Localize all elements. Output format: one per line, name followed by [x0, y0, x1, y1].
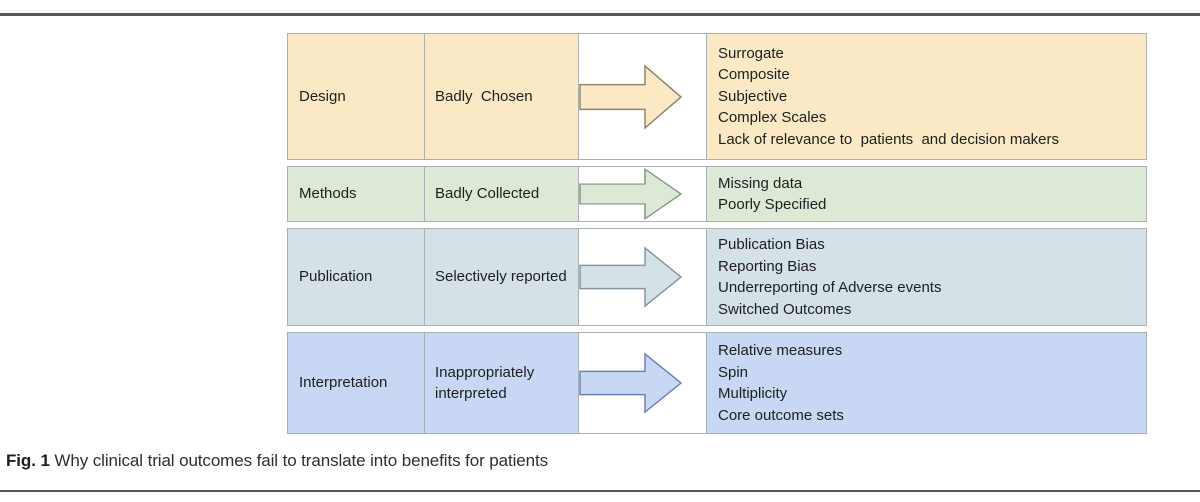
- outcomes-list: Publication Bias Reporting Bias Underrep…: [718, 236, 942, 318]
- outcomes-cell: Surrogate Composite Subjective Complex S…: [707, 34, 1146, 159]
- problem-cell: Selectively reported: [425, 229, 579, 325]
- arrow-cell: [579, 34, 707, 159]
- right-arrow-icon: [579, 167, 683, 221]
- arrow-cell: [579, 167, 707, 221]
- outcomes-cell: Publication Bias Reporting Bias Underrep…: [707, 229, 1146, 325]
- stage-label: Design: [299, 87, 346, 105]
- problem-cell: Inappropriately interpreted: [425, 333, 579, 433]
- table-row-publication: Publication Selectively reported Publica…: [287, 228, 1147, 326]
- problem-label: Inappropriately interpreted: [435, 363, 539, 403]
- stage-label: Publication: [299, 268, 373, 286]
- problem-cell: Badly Chosen: [425, 34, 579, 159]
- outcomes-cell: Relative measures Spin Multiplicity Core…: [707, 333, 1146, 433]
- stage-cell: Methods: [288, 167, 425, 221]
- stage-label: Interpretation: [299, 374, 388, 392]
- arrow-cell: [579, 333, 707, 433]
- stage-cell: Interpretation: [288, 333, 425, 433]
- caption-text: Why clinical trial outcomes fail to tran…: [49, 451, 549, 470]
- problem-label: Badly Chosen: [435, 87, 533, 105]
- outcomes-list: Missing data Poorly Specified: [718, 174, 827, 214]
- stage-cell: Publication: [288, 229, 425, 325]
- stage-cell: Design: [288, 34, 425, 159]
- bottom-rule: [0, 490, 1200, 492]
- problem-cell: Badly Collected: [425, 167, 579, 221]
- figure-diagram: Design Badly Chosen Surrogate Composite …: [287, 33, 1147, 434]
- outcomes-list: Surrogate Composite Subjective Complex S…: [718, 44, 1060, 148]
- arrow-cell: [579, 229, 707, 325]
- right-arrow-icon: [579, 352, 683, 414]
- right-arrow-icon: [579, 63, 683, 130]
- table-row-methods: Methods Badly Collected Missing data Poo…: [287, 166, 1147, 222]
- caption-label: Fig. 1: [6, 451, 50, 470]
- right-arrow-icon: [579, 246, 683, 308]
- top-rule: [0, 13, 1200, 16]
- table-row-interpretation: Interpretation Inappropriately interpret…: [287, 332, 1147, 434]
- problem-label: Selectively reported: [435, 268, 567, 286]
- stage-label: Methods: [299, 185, 357, 203]
- table-row-design: Design Badly Chosen Surrogate Composite …: [287, 33, 1147, 160]
- figure-caption: Fig. 1 Why clinical trial outcomes fail …: [6, 450, 548, 472]
- problem-label: Badly Collected: [435, 185, 540, 203]
- outcomes-cell: Missing data Poorly Specified: [707, 167, 1146, 221]
- outcomes-list: Relative measures Spin Multiplicity Core…: [718, 342, 844, 424]
